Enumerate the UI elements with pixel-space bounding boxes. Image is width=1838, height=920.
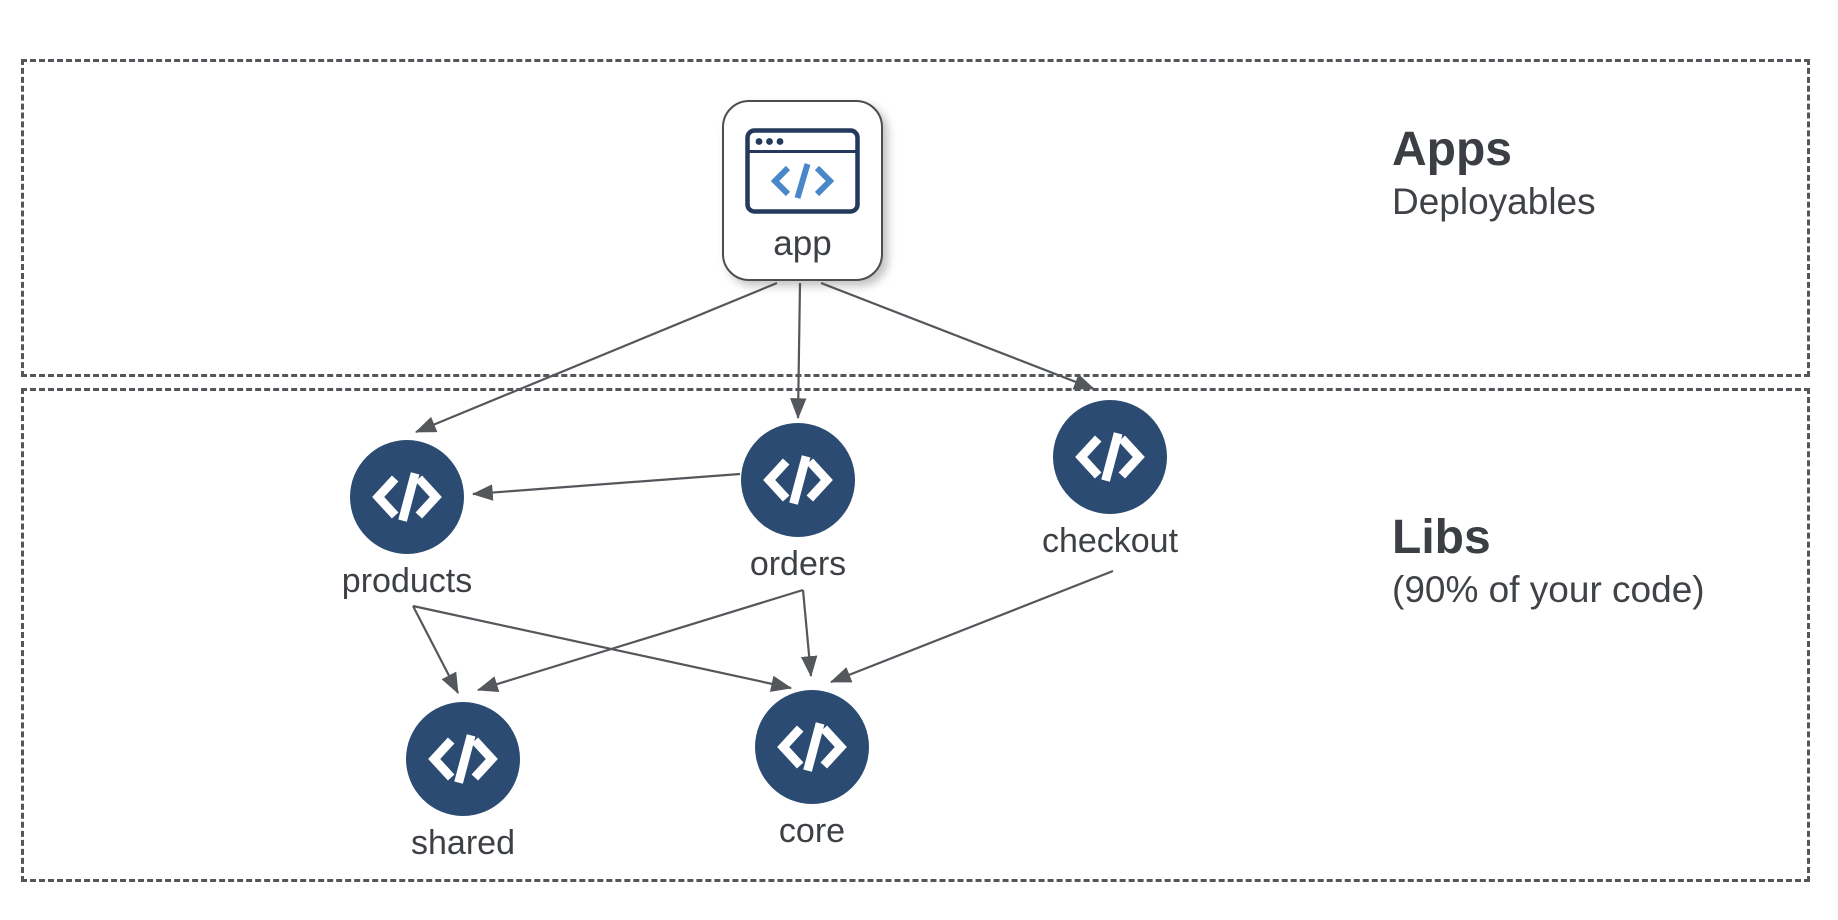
apps-subtitle: Deployables [1392,181,1596,223]
edge-checkout-core [829,569,1114,684]
apps-section-label: Apps Deployables [1392,122,1596,225]
edge-products-core [412,604,793,692]
browser-code-icon [745,128,860,214]
core-label: core [778,812,846,850]
libs-section-box [21,388,1810,882]
checkout-circle [1053,400,1167,514]
code-icon [1075,432,1145,482]
edge-app-orders [790,282,807,420]
apps-title: Apps [1392,123,1512,176]
node-checkout: checkout [1025,400,1195,561]
apps-section-box [21,59,1810,377]
node-orders: orders [713,423,883,584]
core-circle [755,690,869,804]
libs-title: Libs [1392,511,1491,564]
edge-app-products [414,281,778,434]
code-icon [777,722,847,772]
code-icon [372,472,442,522]
node-app: app [722,100,883,281]
edge-app-checkout [820,281,1096,391]
libs-subtitle: (90% of your code) [1392,569,1705,611]
edge-orders-core [800,589,818,678]
orders-circle [741,423,855,537]
shared-label: shared [411,824,515,862]
products-circle [350,440,464,554]
node-shared: shared [378,702,548,863]
orders-label: orders [749,545,847,583]
products-label: products [341,562,473,600]
edge-products-shared [412,605,459,694]
checkout-label: checkout [1041,522,1179,560]
libs-section-label: Libs (90% of your code) [1392,510,1705,613]
edge-orders-shared [476,588,804,693]
code-icon [428,734,498,784]
shared-circle [406,702,520,816]
app-node-label: app [773,224,832,263]
node-core: core [727,690,897,851]
node-products: products [322,440,492,601]
edge-orders-products [471,472,741,501]
code-icon [763,455,833,505]
